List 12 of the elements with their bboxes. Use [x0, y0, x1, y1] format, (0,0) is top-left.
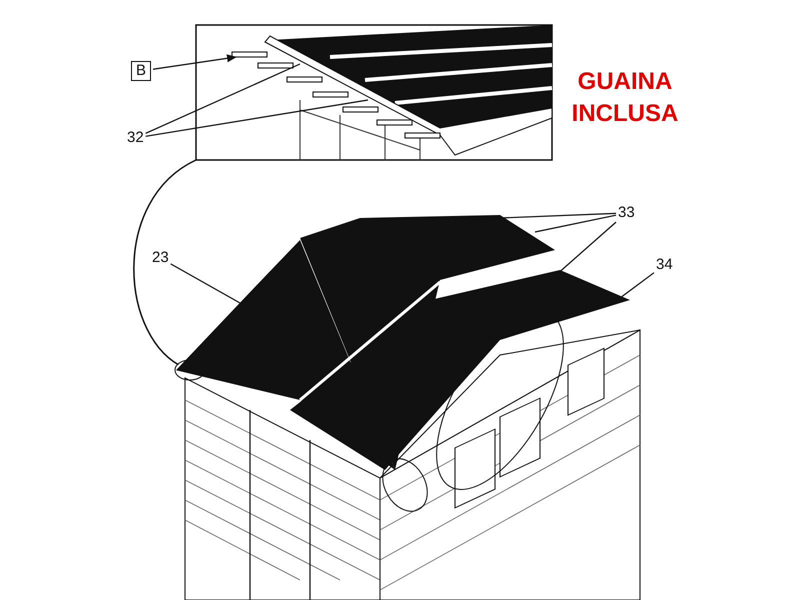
leader-line [170, 263, 240, 304]
callout-number: B [131, 61, 152, 81]
callout-number: 34 [656, 256, 673, 274]
leader-line [145, 63, 300, 134]
leader-line [620, 272, 654, 298]
callout-number: 23 [152, 249, 169, 267]
leader-line [534, 214, 616, 233]
title: GUAINA INCLUSA [570, 67, 680, 129]
leader-line [152, 54, 237, 70]
callout-number: 32 [127, 129, 144, 147]
leader-line [146, 99, 368, 137]
callout-number: 33 [618, 204, 635, 222]
